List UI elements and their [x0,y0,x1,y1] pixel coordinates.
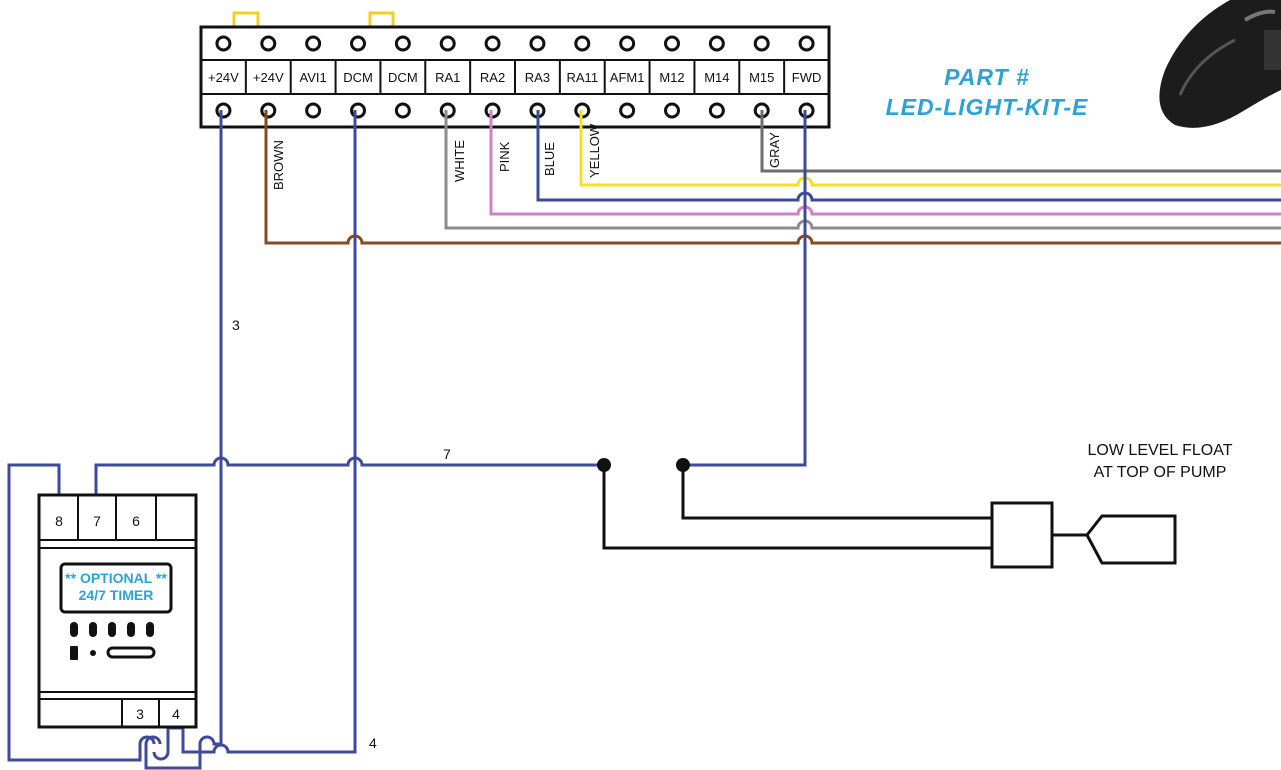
jumper-dcm [368,11,395,27]
terminal-block: +24V +24V AVI1 DCM DCM RA1 RA2 RA3 RA11 AFM1 M12 M1… [199,25,831,129]
terminal-label: RA11 [567,70,599,85]
wire-labels: BROWN WHITE PINK BLUE YELLOW GRAY 3 7 4 [232,123,782,751]
terminal-label: RA2 [480,70,505,85]
timer-optional-label: ** OPTIONAL ** [65,570,167,586]
timer-terminal-8: 8 [55,513,63,529]
wire-4-label: 4 [369,735,377,751]
terminal-screw-top [350,35,366,52]
brown-label: BROWN [271,140,286,190]
white-label: WHITE [452,140,467,182]
terminal-screw-top [574,35,591,52]
part-number-value: LED-LIGHT-KIT-E [885,94,1089,120]
terminal-screw-top [529,35,546,52]
terminal-screw-bottom [664,102,680,119]
wire-3 [144,110,223,770]
terminal-screw-bottom [305,102,322,119]
terminal-screw-bottom [260,102,277,119]
terminal-screw-bottom [215,102,232,119]
control-wires [7,110,807,770]
terminal-label: DCM [388,70,418,85]
terminal-screw-top [260,35,277,52]
terminal-label: +24V [253,70,284,85]
terminal-screw-top [394,35,411,52]
low-level-float [597,458,1177,569]
terminal-screw-bottom [708,102,725,119]
terminal-screw-bottom [350,102,366,119]
timer-terminal-4: 4 [172,706,180,722]
timer-display [59,562,173,614]
timer-terminal-6: 6 [132,513,140,529]
terminal-screw-top [708,35,725,52]
terminal-label: DCM [343,70,373,85]
timer-name-label: 24/7 TIMER [78,587,154,603]
terminal-label: RA1 [435,70,460,85]
terminal-label: M15 [749,70,774,85]
wire-4 [152,110,357,761]
wire-3-label: 3 [232,317,240,333]
timer-unit: 8 7 6 3 4 [37,493,198,729]
terminal-screw-bottom [394,102,411,119]
brown-wire [264,110,1281,245]
led-light-fixture [1159,0,1281,128]
terminal-screw-top [753,35,770,52]
terminal-screw-bottom [439,102,456,119]
terminal-screw-top [215,35,232,52]
terminal-screw-top [484,35,501,52]
terminal-screw-top [664,35,680,52]
terminal-label: +24V [208,70,239,85]
timer-terminal-3: 3 [136,706,144,722]
timer-display-text: ** OPTIONAL ** 24/7 TIMER [61,570,171,604]
wire-7 [94,456,604,495]
float-wire-a [602,465,992,550]
gray-wire [760,110,1281,173]
terminal-label: AVI1 [300,70,327,85]
jumper-24v [232,11,260,27]
float-connector [990,501,1054,569]
float-label: LOW LEVEL FLOAT AT TOP OF PUMP [1035,440,1281,484]
pink-label: PINK [497,141,512,172]
terminal-screw-bottom [484,102,501,119]
part-number-prefix: PART # [944,64,1030,90]
terminal-label: M12 [659,70,684,85]
terminal-label: AFM1 [610,70,645,85]
float-body [1085,514,1177,565]
terminal-screw-top [305,35,322,52]
float-label-line1: LOW LEVEL FLOAT [1087,442,1233,459]
junction-dot [597,458,611,472]
fwd-wire [683,110,807,467]
wire-8-loop [7,463,156,762]
float-label-line2: AT TOP OF PUMP [1093,464,1227,481]
harness-wires [264,110,1281,245]
terminal-screw-bottom [798,102,815,119]
yellow-label: YELLOW [587,123,602,178]
junction-dot [676,458,690,472]
terminal-screw-bottom [619,102,636,119]
terminal-screw-top [439,35,456,52]
wire-7-label: 7 [443,446,451,462]
blue-label: BLUE [542,142,557,176]
terminal-label: M14 [704,70,729,85]
jumpers [232,11,395,27]
gray-label: GRAY [767,132,782,168]
terminal-screw-top [798,35,815,52]
part-number: PART # LED-LIGHT-KIT-E [842,62,1132,122]
terminal-label: FWD [792,70,822,85]
float-wire-b [681,465,992,520]
terminal-screw-top [619,35,636,52]
timer-terminal-7: 7 [93,513,101,529]
terminal-label: RA3 [525,70,550,85]
timer-buttons [70,622,156,660]
